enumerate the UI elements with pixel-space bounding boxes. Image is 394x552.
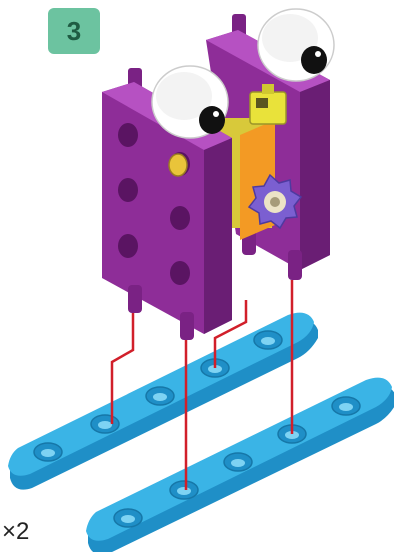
googly-eye-right: [258, 9, 334, 81]
quantity-label: ×2: [2, 518, 29, 546]
googly-eye-left: [152, 66, 228, 138]
